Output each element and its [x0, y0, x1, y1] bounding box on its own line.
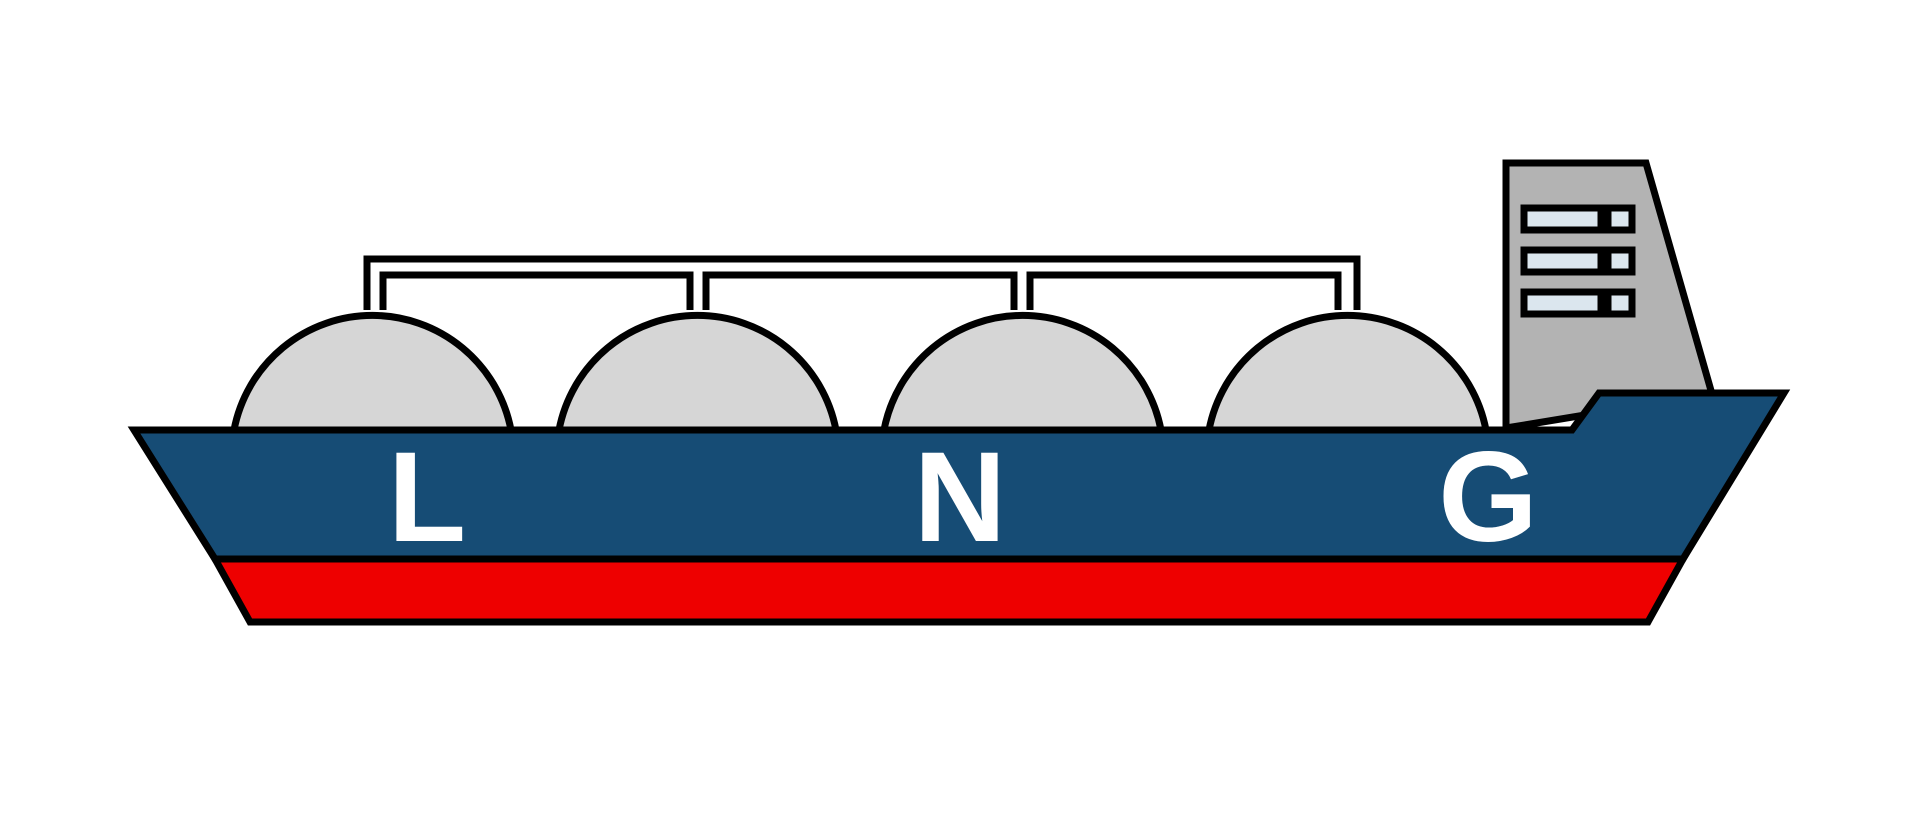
bridge-window — [1520, 246, 1605, 276]
lng-tank — [554, 311, 841, 434]
bridge-window — [1604, 288, 1636, 318]
hull-letter-n: N — [914, 426, 1006, 569]
lng-tanks — [229, 311, 1491, 434]
bridge-window — [1604, 204, 1636, 234]
bridge-window — [1520, 204, 1605, 234]
hull-letter-l: L — [388, 426, 466, 569]
lng-tank — [229, 311, 516, 434]
hull-upper — [127, 389, 1791, 563]
lng-tank — [1204, 311, 1491, 434]
hull-letter-g: G — [1438, 426, 1538, 569]
bridge-windows — [1520, 204, 1636, 318]
pipe-rack — [363, 255, 1361, 310]
hull-lettering: L N G — [388, 426, 1538, 569]
bridge-window — [1604, 246, 1636, 276]
lng-tank — [879, 311, 1166, 434]
bridge-window — [1520, 288, 1605, 318]
